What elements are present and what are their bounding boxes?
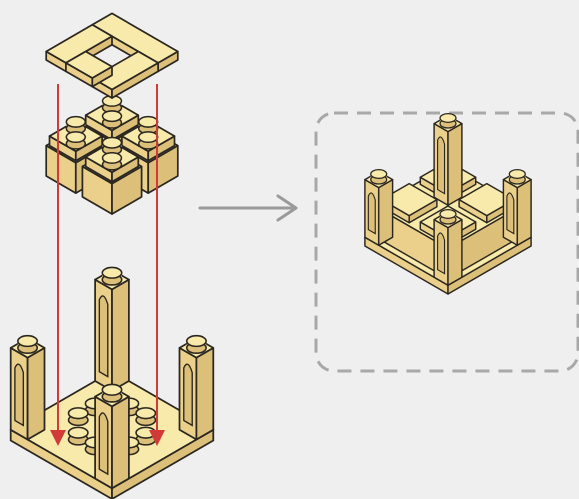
stud [370, 168, 388, 185]
stud [185, 334, 207, 354]
stud [135, 407, 157, 427]
pillar [94, 266, 130, 392]
stud [137, 131, 159, 150]
stud [101, 151, 123, 171]
top-tiles [45, 12, 179, 99]
stud [67, 426, 89, 446]
pillar [433, 208, 463, 286]
pillar [94, 383, 130, 490]
arrow-right-icon [198, 194, 298, 222]
pillar [433, 112, 463, 206]
tile [65, 50, 113, 88]
stud [439, 208, 457, 225]
assembled-tower [364, 112, 532, 295]
stud [101, 266, 123, 286]
stud [101, 136, 123, 156]
stud [101, 383, 123, 403]
assembly-guide-lines [50, 84, 165, 446]
stud [137, 115, 159, 135]
stud [65, 131, 87, 150]
stud [508, 168, 526, 185]
pillar [502, 168, 532, 246]
pillar [178, 334, 215, 441]
middle-layer [45, 94, 179, 215]
stud [439, 112, 457, 129]
corner-block [81, 136, 143, 215]
pillar [9, 334, 46, 441]
stud [101, 94, 123, 114]
base-layer [9, 266, 215, 499]
pillar [364, 168, 394, 246]
corner-cap [48, 120, 103, 162]
stud [67, 407, 89, 427]
stud [101, 110, 123, 129]
stud [17, 334, 39, 354]
